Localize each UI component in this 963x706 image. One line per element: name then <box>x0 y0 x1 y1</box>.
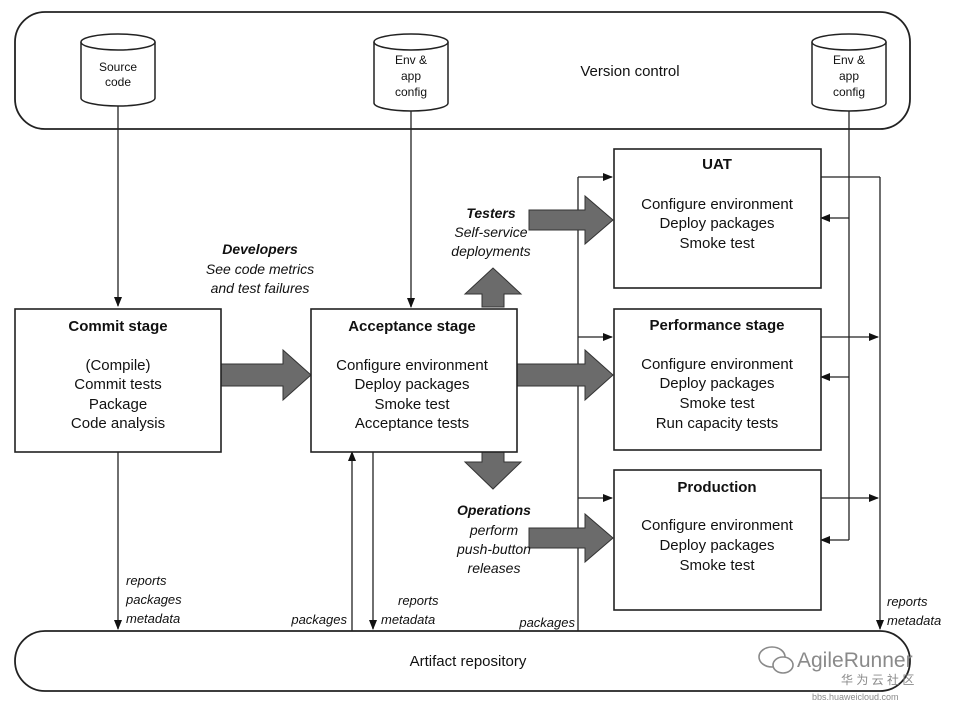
performance-line-1: Configure environment <box>641 356 794 373</box>
version-control-label: Version control <box>580 63 679 80</box>
block-arrow-operations-to-production <box>528 512 614 564</box>
commit-out-label-3: metadata <box>126 611 180 626</box>
block-arrow-testers-to-uat <box>528 194 614 246</box>
uat-line-3: Smoke test <box>679 235 755 252</box>
env-mid-label-2: app <box>401 69 421 83</box>
commit-line-3: Package <box>89 396 147 413</box>
developers-line-2: and test failures <box>211 280 310 296</box>
performance-line-3: Smoke test <box>679 395 755 412</box>
acceptance-stage-title: Acceptance stage <box>348 318 476 335</box>
env-right-label-3: config <box>833 85 865 99</box>
developers-annotation: Developers See code metrics and test fai… <box>206 241 314 296</box>
production-line-2: Deploy packages <box>659 537 774 554</box>
commit-out-label-2: packages <box>125 592 182 607</box>
acceptance-line-3: Smoke test <box>374 396 450 413</box>
artifact-repository <box>14 630 911 692</box>
performance-line-4: Run capacity tests <box>656 415 779 432</box>
commit-out-label-1: reports <box>126 573 167 588</box>
right-out-label-1: reports <box>887 594 928 609</box>
uat-line-1: Configure environment <box>641 196 794 213</box>
production-stage-title: Production <box>677 479 756 496</box>
env-mid-label-3: config <box>395 85 427 99</box>
performance-line-2: Deploy packages <box>659 375 774 392</box>
commit-line-2: Commit tests <box>74 376 162 393</box>
block-arrow-up-testers <box>463 267 523 308</box>
source-code-label-1: Source <box>99 60 137 74</box>
block-arrows <box>220 194 614 564</box>
connector-lines <box>114 106 884 631</box>
env-mid-label-1: Env & <box>395 53 427 67</box>
uat-stage-title: UAT <box>702 156 732 173</box>
operations-line-2: push-button <box>456 541 531 557</box>
commit-line-1: (Compile) <box>85 357 150 374</box>
source-code-label-2: code <box>105 75 131 89</box>
developers-line-1: See code metrics <box>206 261 314 277</box>
production-line-1: Configure environment <box>641 517 794 534</box>
commit-line-4: Code analysis <box>71 415 165 432</box>
flow-labels: reports packages metadata packages repor… <box>125 573 941 630</box>
watermark-brand: AgileRunner <box>797 649 913 672</box>
right-out-label-2: metadata <box>887 613 941 628</box>
acceptance-stage: Acceptance stage Configure environment D… <box>310 308 518 453</box>
packages-right-label: packages <box>518 615 575 630</box>
acceptance-line-2: Deploy packages <box>354 376 469 393</box>
operations-annotation: Operations perform push-button releases <box>456 502 531 576</box>
operations-title: Operations <box>457 502 531 518</box>
artifact-repository-label: Artifact repository <box>410 653 527 670</box>
acceptance-line-1: Configure environment <box>336 357 489 374</box>
testers-annotation: Testers Self-service deployments <box>451 205 530 259</box>
source-code-repo: Source code <box>80 33 156 107</box>
version-control-container <box>14 11 911 130</box>
wechat-icon <box>758 646 794 674</box>
acceptance-out-label-1: reports <box>398 593 439 608</box>
acceptance-line-4: Acceptance tests <box>355 415 469 432</box>
testers-line-2: deployments <box>451 243 530 259</box>
operations-line-1: perform <box>469 522 519 538</box>
performance-stage-title: Performance stage <box>649 317 784 334</box>
uat-line-2: Deploy packages <box>659 215 774 232</box>
watermark-site-url: bbs.huaweicloud.com <box>812 692 899 702</box>
env-config-repo-right: Env & app config <box>811 33 887 112</box>
env-right-label-2: app <box>839 69 859 83</box>
developers-title: Developers <box>222 241 298 257</box>
block-arrow-acceptance-to-performance <box>516 348 614 402</box>
uat-stage: UAT Configure environment Deploy package… <box>613 148 822 289</box>
production-line-3: Smoke test <box>679 557 755 574</box>
watermark-site-cn: 华 为 云 社 区 <box>841 672 914 687</box>
testers-line-1: Self-service <box>454 224 527 240</box>
acceptance-out-label-2: metadata <box>381 612 435 627</box>
testers-title: Testers <box>466 205 516 221</box>
block-arrow-commit-to-acceptance <box>220 348 312 402</box>
production-stage: Production Configure environment Deploy … <box>613 469 822 611</box>
operations-line-3: releases <box>468 560 521 576</box>
watermark: AgileRunner 华 为 云 社 区 bbs.huaweicloud.co… <box>758 646 914 702</box>
commit-stage: Commit stage (Compile) Commit tests Pack… <box>14 308 222 453</box>
block-arrow-down-operations <box>463 449 523 490</box>
env-config-repo-middle: Env & app config <box>373 33 449 112</box>
packages-in-label: packages <box>290 612 347 627</box>
commit-stage-title: Commit stage <box>68 318 167 335</box>
env-right-label-1: Env & <box>833 53 865 67</box>
performance-stage: Performance stage Configure environment … <box>613 308 822 451</box>
